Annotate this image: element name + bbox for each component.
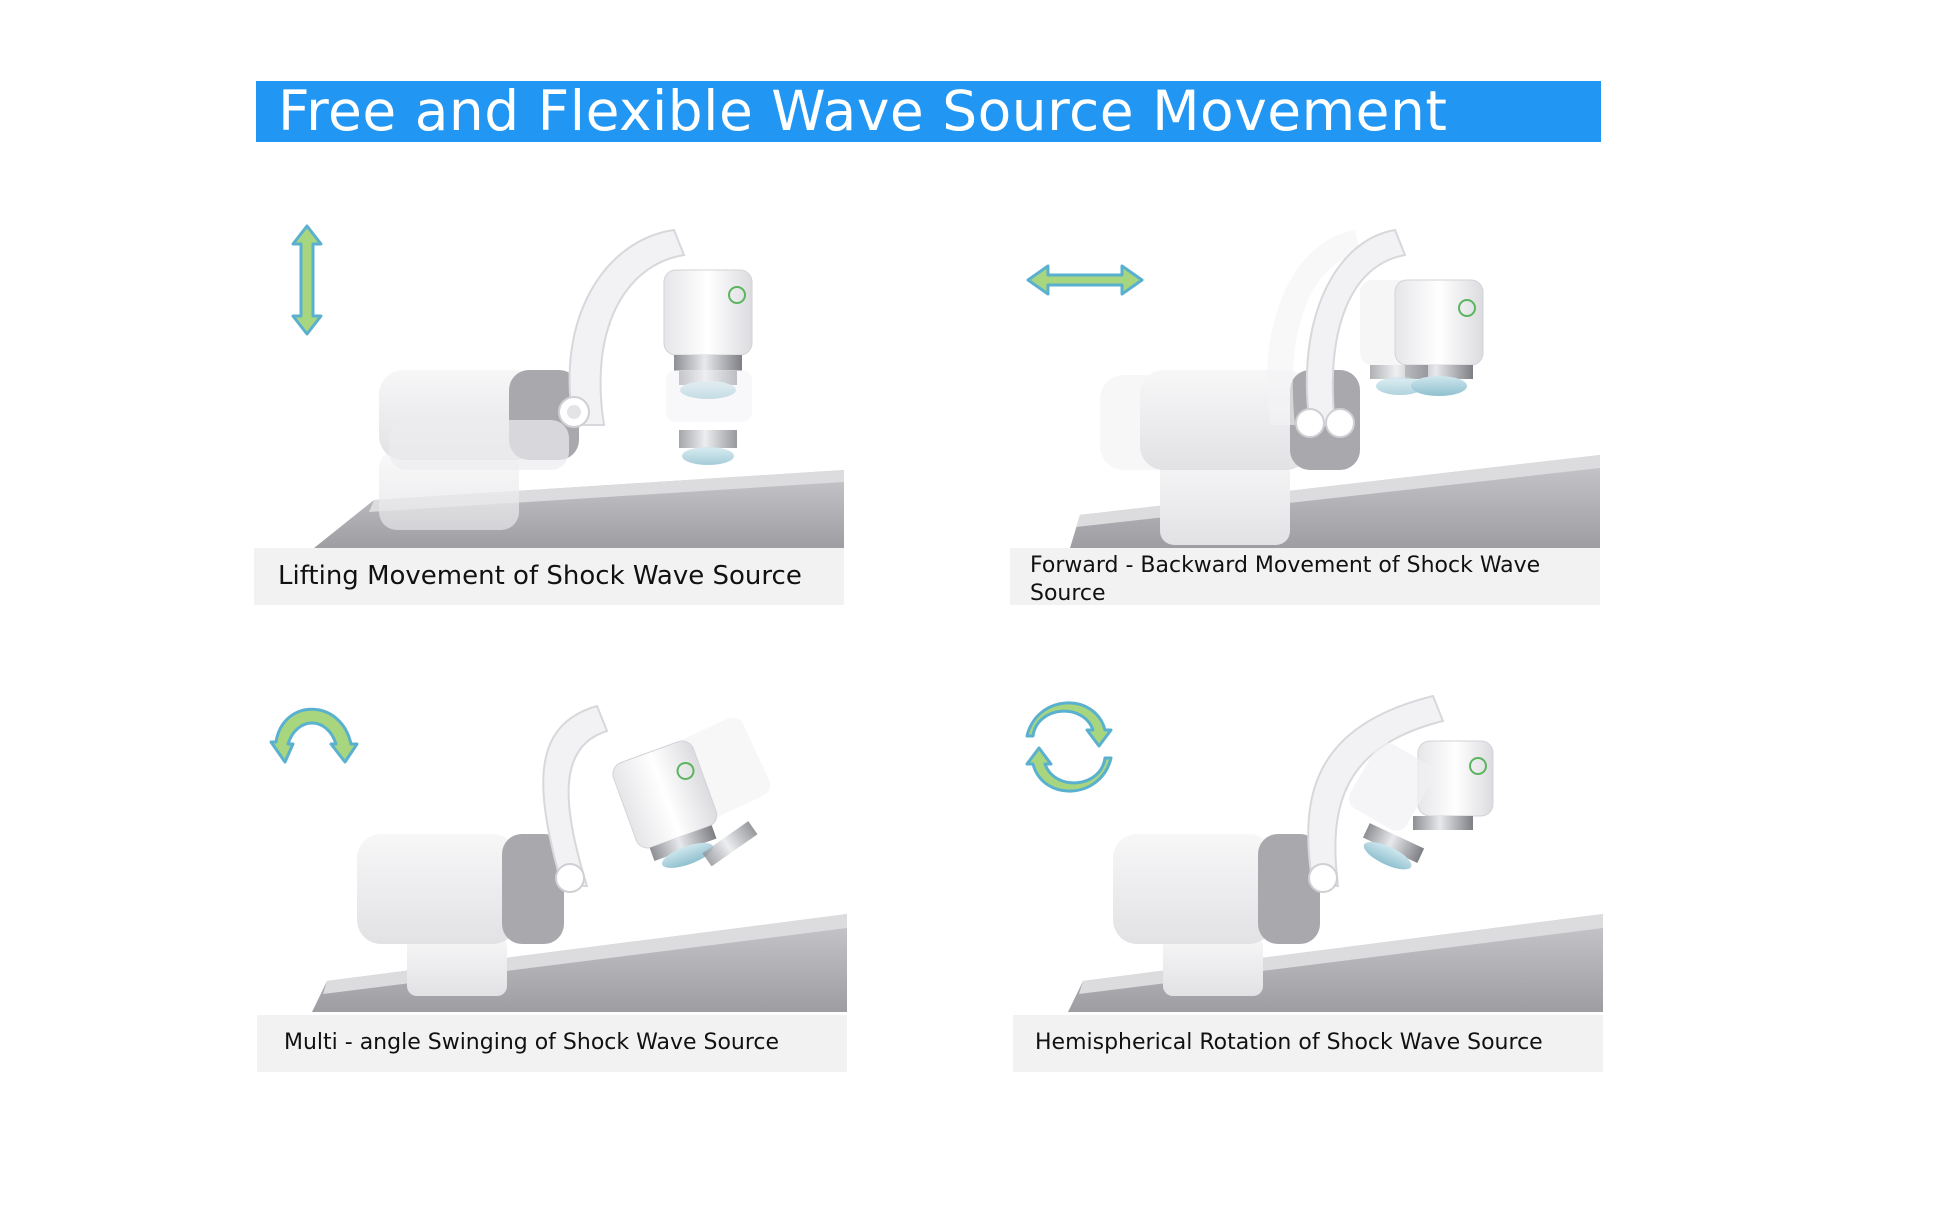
panel-swinging: Multi - angle Swinging of Shock Wave Sou…: [257, 686, 847, 1072]
device-base: [357, 834, 564, 996]
brand-logo-icon: [1469, 757, 1487, 775]
brand-logo-icon: [676, 761, 695, 780]
caption-bar: Multi - angle Swinging of Shock Wave Sou…: [257, 1015, 847, 1072]
c-arm: [1307, 694, 1445, 893]
rotation-illustration: [1025, 694, 1603, 1012]
c-arm: [1266, 228, 1407, 438]
caption-swinging: Multi - angle Swinging of Shock Wave Sou…: [284, 1030, 780, 1055]
swinging-illustration: [269, 704, 847, 1012]
shock-wave-source-head: [663, 269, 753, 465]
lifting-illustration: [291, 224, 844, 548]
caption-forward-backward: Forward - Backward Movement of Shock Wav…: [1030, 553, 1541, 606]
page-title: Free and Flexible Wave Source Movement: [278, 79, 1448, 143]
caption-bar: Forward - Backward Movement of Shock Wav…: [1010, 548, 1600, 606]
shock-wave-source-head: [1360, 279, 1484, 396]
caption-bar: Lifting Movement of Shock Wave Source: [254, 548, 844, 605]
device-base: [1113, 834, 1320, 996]
panel-rotation: Hemispherical Rotation of Shock Wave Sou…: [1013, 686, 1603, 1072]
panel-forward-backward: Forward - Backward Movement of Shock Wav…: [1010, 200, 1600, 606]
caption-lifting: Lifting Movement of Shock Wave Source: [278, 561, 802, 591]
brand-logo-icon: [728, 286, 746, 304]
shock-wave-source-head: [1348, 740, 1494, 870]
curved-swing-arrow-icon: [269, 707, 359, 764]
c-arm: [542, 704, 609, 893]
vertical-double-arrow-icon: [291, 224, 323, 336]
title-banner: Free and Flexible Wave Source Movement: [256, 79, 1601, 143]
brand-logo-icon: [1458, 299, 1476, 317]
caption-rotation: Hemispherical Rotation of Shock Wave Sou…: [1035, 1030, 1543, 1055]
c-arm: [558, 228, 686, 428]
caption-bar: Hemispherical Rotation of Shock Wave Sou…: [1013, 1015, 1603, 1072]
rotation-arrows-icon: [1025, 701, 1113, 793]
forward-backward-illustration: [1026, 228, 1600, 548]
panel-lifting: Lifting Movement of Shock Wave Source: [254, 200, 844, 606]
horizontal-double-arrow-icon: [1026, 264, 1144, 296]
shock-wave-source-head: [612, 717, 771, 868]
device-base: [379, 370, 579, 530]
